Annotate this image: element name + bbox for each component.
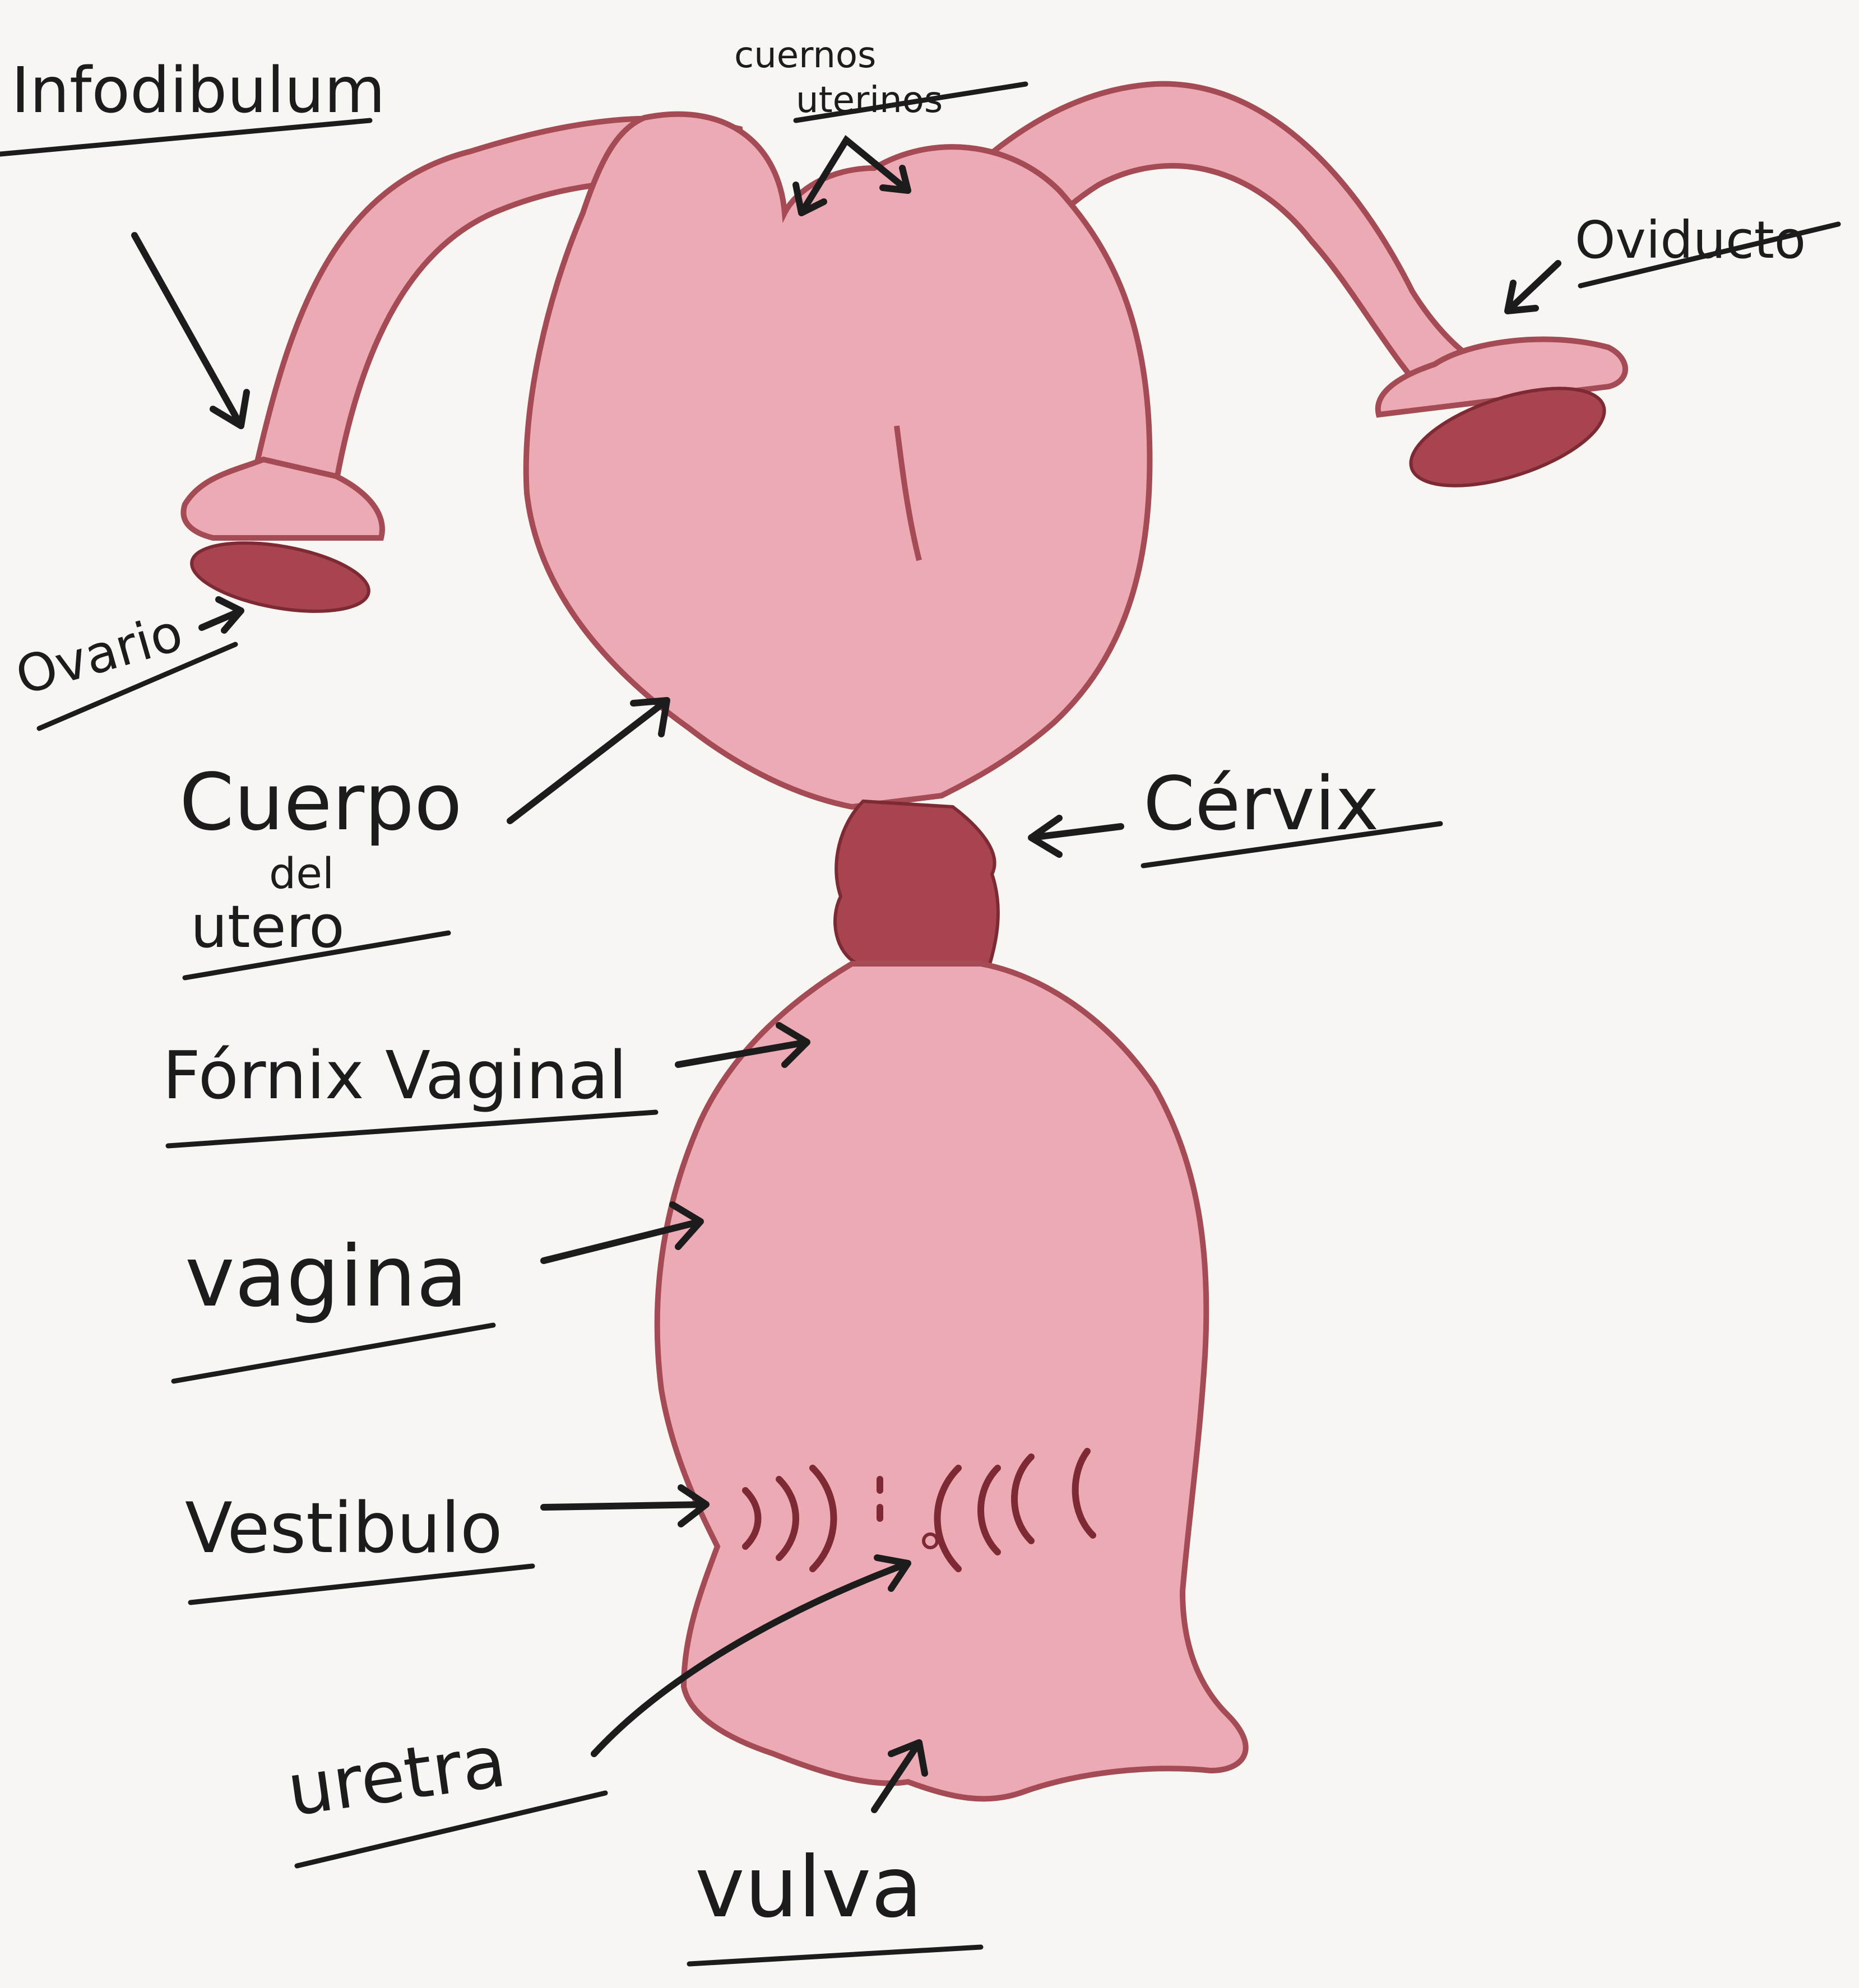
label-cuerpo-line1: Cuerpo <box>179 757 462 848</box>
label-cuerpo-line2: del <box>269 848 334 898</box>
label-cuerpo-line3: utero <box>191 893 345 961</box>
underline-vulva <box>689 1947 981 1964</box>
uterus-body <box>526 114 1150 807</box>
label-vagina: vagina <box>185 1228 468 1326</box>
arrow-cuerpo <box>510 700 667 821</box>
underline-vagina <box>174 1325 493 1381</box>
label-vestibulo: Vestibulo <box>185 1488 503 1569</box>
arrow-cervix <box>1031 818 1121 854</box>
label-infundibulum: Infodibulum <box>11 54 385 127</box>
arrow-ovario <box>202 600 241 630</box>
left-ovary <box>187 531 374 623</box>
underline-vestibulo <box>191 1566 532 1603</box>
label-fornix: Fórnix Vaginal <box>163 1037 627 1114</box>
label-uretra: uretra <box>282 1720 511 1833</box>
underline-fornix <box>168 1112 656 1146</box>
arrow-vestibulo <box>544 1488 706 1524</box>
arrow-infundibulum <box>135 235 247 426</box>
label-cuernos-line1: cuernos <box>734 35 876 76</box>
left-infundibulum <box>183 459 382 538</box>
label-cervix: Cérvix <box>1143 761 1379 847</box>
label-ovario: Ovario <box>10 602 189 707</box>
label-vulva: vulva <box>695 1839 922 1936</box>
arrow-oviducto <box>1508 263 1558 311</box>
cervix-structure <box>835 801 998 975</box>
vagina-body <box>657 964 1246 1799</box>
